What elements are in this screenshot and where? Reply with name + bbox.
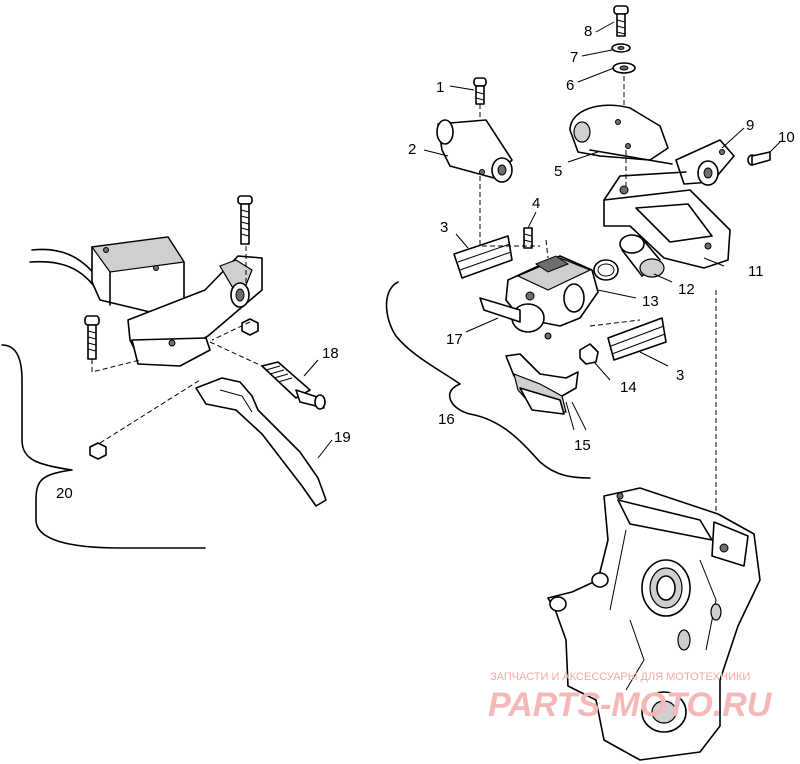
bleeder-4: [523, 227, 533, 249]
callout-6: 6: [566, 77, 574, 94]
callout-3-lower: 3: [676, 367, 684, 384]
piston-17: [479, 297, 552, 340]
small-pin-10: [747, 151, 771, 166]
callout-7: 7: [570, 49, 578, 66]
shim-3-lower: [607, 317, 667, 361]
fitting-14: [579, 343, 599, 365]
assembly-bracket-20: [1, 344, 206, 549]
callout-15: 15: [574, 437, 591, 454]
pin-housing-9: [675, 139, 735, 186]
watermark-brand: PARTS-MOTO.RU: [488, 686, 773, 724]
callout-16: 16: [438, 411, 455, 428]
lower-nut: [89, 442, 107, 460]
callout-labels: 1 2 3 3 4 5 6 7 8 9 10 11 12 13 14 15 16…: [56, 23, 795, 502]
callout-18: 18: [322, 345, 339, 362]
o-ring: [593, 259, 619, 281]
callout-2: 2: [408, 141, 416, 158]
clamp-bolt: [84, 315, 100, 360]
callout-20: 20: [56, 485, 73, 502]
callout-5: 5: [554, 163, 562, 180]
callout-8: 8: [584, 23, 592, 40]
callout-9: 9: [746, 117, 754, 134]
callout-19: 19: [334, 429, 351, 446]
watermark: ЗАПЧАСТИ И АКСЕССУАРЫ ДЛЯ МОТОТЕХНИКИ PA…: [488, 671, 773, 724]
caliper-bracket-16: [385, 281, 591, 479]
bolt-8: [613, 5, 629, 37]
callout-3-upper: 3: [440, 219, 448, 236]
callout-1: 1: [436, 79, 444, 96]
callout-10: 10: [778, 129, 795, 146]
callout-17: 17: [446, 331, 463, 348]
bracket-screw: [237, 195, 253, 245]
pivot-bolt-18: [261, 361, 326, 410]
brake-lever-19: [195, 377, 327, 507]
sleeve-2: [436, 119, 513, 183]
steering-knuckle: [547, 487, 761, 761]
shim-3-upper: [453, 235, 513, 279]
callout-11: 11: [748, 263, 764, 280]
brake-hose: [31, 248, 97, 277]
clamp-nut: [241, 318, 259, 336]
callout-12: 12: [678, 281, 695, 298]
callout-13: 13: [642, 293, 659, 310]
master-cylinder-assembly: [1, 195, 333, 549]
bolt-1: [473, 77, 487, 105]
watermark-caption: ЗАПЧАСТИ И АКСЕССУАРЫ ДЛЯ МОТОТЕХНИКИ: [490, 671, 750, 683]
brake-pads-15: [505, 353, 579, 415]
bushing-12: [619, 234, 665, 278]
caliper-assembly: [385, 5, 781, 540]
callout-14: 14: [620, 379, 637, 396]
callout-4: 4: [532, 195, 540, 212]
